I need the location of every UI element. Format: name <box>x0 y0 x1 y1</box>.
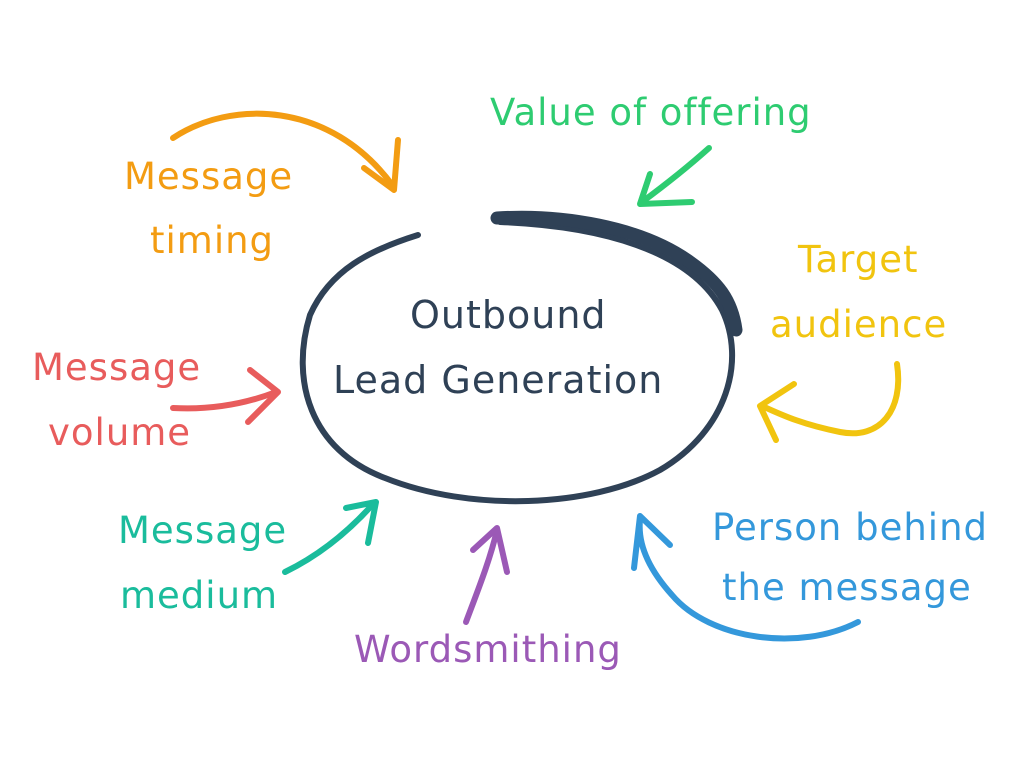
center-ring-overdraw <box>490 210 743 337</box>
wordsmithing-label: Wordsmithing <box>354 628 622 671</box>
message-medium-label-line2: medium <box>120 574 279 617</box>
message-timing-label-line1: Message <box>124 155 294 198</box>
person-behind-message-arrow <box>631 513 861 642</box>
wordsmithing-arrow <box>463 525 510 625</box>
target-audience-label-line2: audience <box>770 303 948 346</box>
message-timing-label-line2: timing <box>150 219 275 262</box>
center-ring-thick-stroke <box>299 219 736 505</box>
target-audience-arrow <box>757 361 902 443</box>
message-volume-label-line2: volume <box>48 411 192 454</box>
target-audience-label-line1: Target <box>798 238 919 281</box>
value-of-offering-label: Value of offering <box>490 91 812 134</box>
message-volume-arrow <box>170 367 281 425</box>
person-behind-message-label-line2: the message <box>722 566 972 609</box>
value-of-offering-arrow <box>637 145 712 207</box>
message-volume-label-line1: Message <box>32 346 202 389</box>
message-medium-label-line1: Message <box>118 509 288 552</box>
center-title-line1: Outbound <box>410 293 607 337</box>
center-title-line2: Lead Generation <box>333 358 664 402</box>
message-medium-arrow <box>282 499 379 575</box>
message-timing-arrow <box>170 110 401 193</box>
person-behind-message-label-line1: Person behind <box>712 506 989 549</box>
